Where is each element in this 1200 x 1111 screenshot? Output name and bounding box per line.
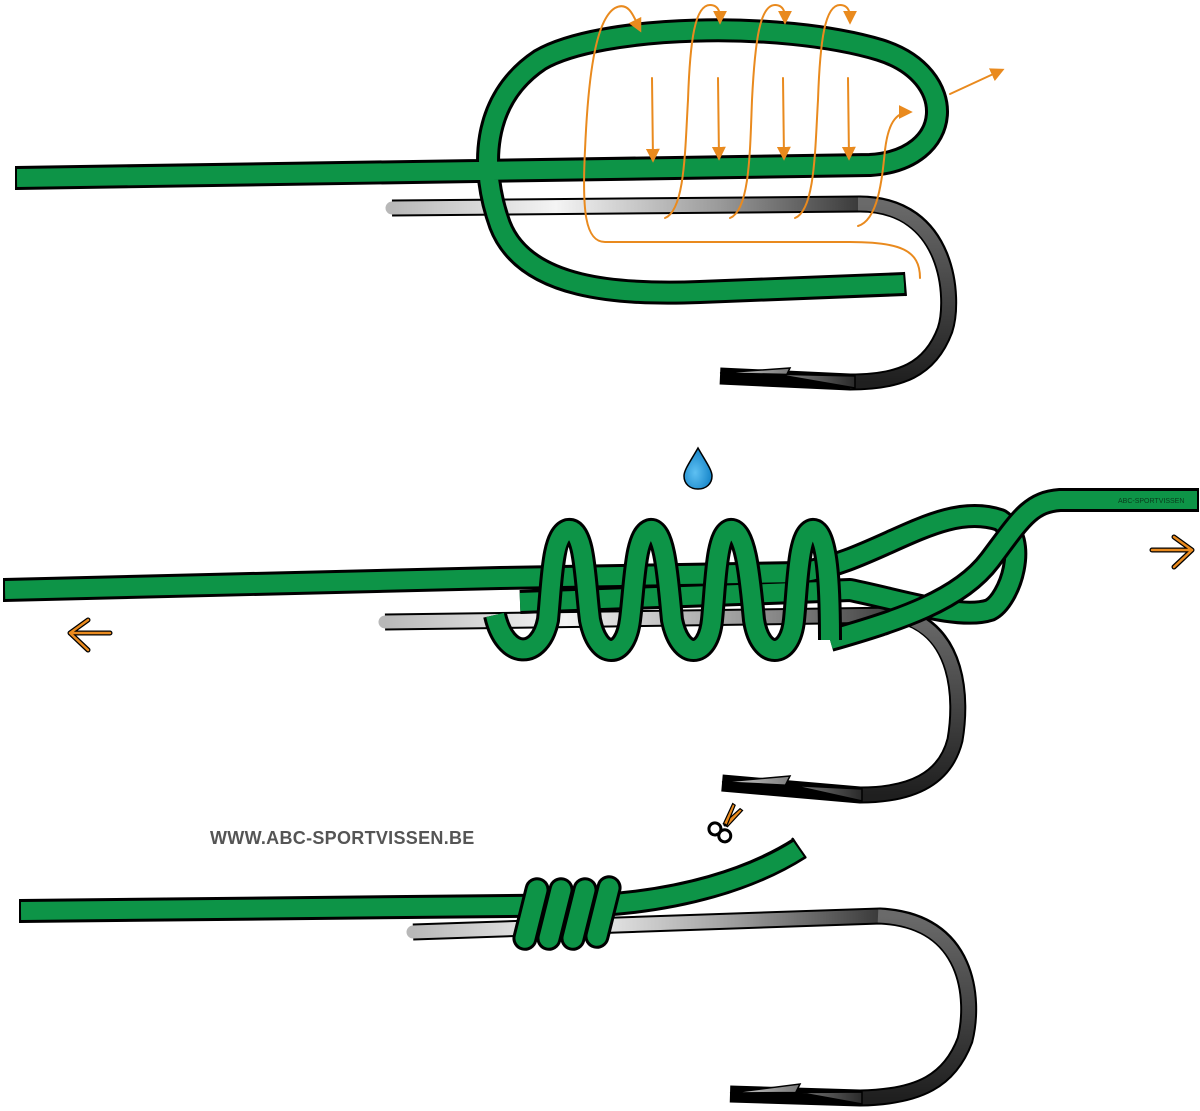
arrow-left-icon — [67, 617, 113, 653]
line-step-2: ABC-SPORTVISSEN — [3, 488, 1199, 652]
line-step-3 — [19, 837, 807, 923]
hook-2 — [378, 606, 967, 804]
step-1 — [15, 4, 1005, 391]
scissors-icon — [707, 802, 744, 844]
step-2: ABC-SPORTVISSEN — [3, 446, 1199, 804]
wrap-direction-arrows — [583, 4, 1005, 279]
line-step-1 — [15, 18, 949, 305]
water-drop-icon — [683, 446, 713, 490]
hook-3 — [406, 907, 978, 1107]
website-label: WWW.ABC-SPORTVISSEN.BE — [210, 828, 475, 848]
coils-step-2 — [483, 518, 842, 662]
arrow-right-icon — [1149, 534, 1195, 570]
finished-coils — [512, 875, 622, 951]
step-3 — [19, 802, 978, 1107]
hook-1 — [385, 195, 958, 391]
line-brand-label: ABC-SPORTVISSEN — [1118, 498, 1184, 505]
